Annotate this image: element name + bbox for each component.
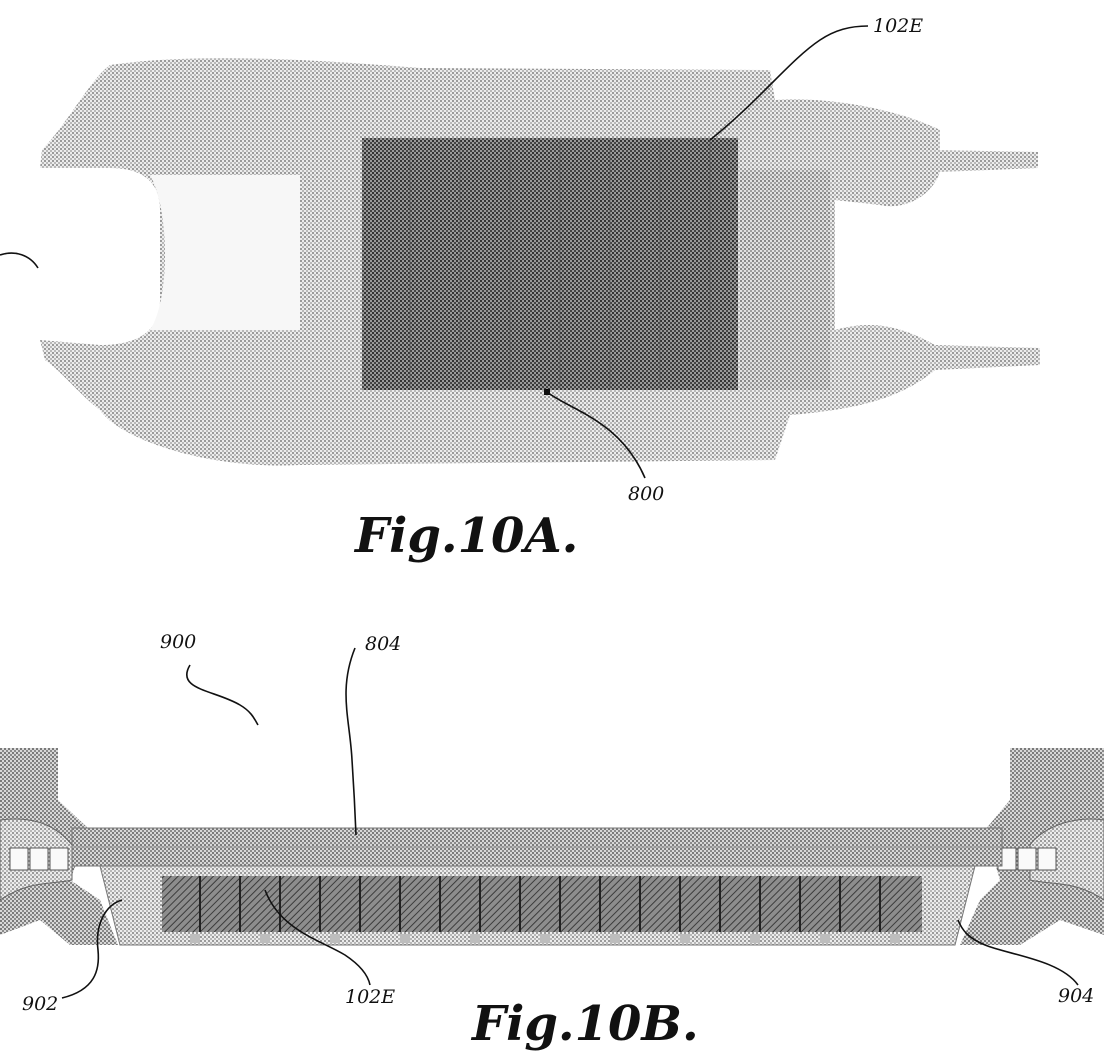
ref-label-102e: 102E [873,15,923,37]
fig-10a: 102E 800 Fig.10A. [0,15,1040,564]
leader-line-800 [546,391,646,479]
ref-label-900: 900 [160,631,196,653]
leader-line-902 [61,899,123,999]
leader-line-904 [957,919,1079,986]
battery-pack-102e [362,138,738,390]
ref-label-102e-b: 102E [345,986,395,1008]
right-rail-boxes [997,847,1057,871]
tray-feet [190,934,900,943]
leader-line-804 [345,647,357,836]
ref-label-902: 902 [22,993,58,1015]
ref-label-904: 904 [1058,985,1094,1007]
ref-label-804: 804 [365,633,401,655]
leader-line-102e-b [264,889,371,986]
leader-line-102e [709,25,869,141]
right-rail-bracket [1029,818,1104,901]
caption-fig-10b: Fig.10B. [470,996,699,1052]
ref-label-800: 800 [628,483,664,505]
leader-line-900 [186,664,259,726]
chassis-cutout-right [740,170,830,390]
chassis-cutout-left [150,175,300,330]
left-rail-boxes [9,847,69,871]
battery-module-dividers [199,876,881,932]
battery-cell-lines [409,140,711,388]
caption-fig-10a: Fig.10A. [353,508,578,564]
fig-10b: 900 804 902 102E 904 Fig.10B. [0,631,1104,1052]
battery-modules-102e [162,876,922,932]
leader-line-edge [0,252,39,269]
